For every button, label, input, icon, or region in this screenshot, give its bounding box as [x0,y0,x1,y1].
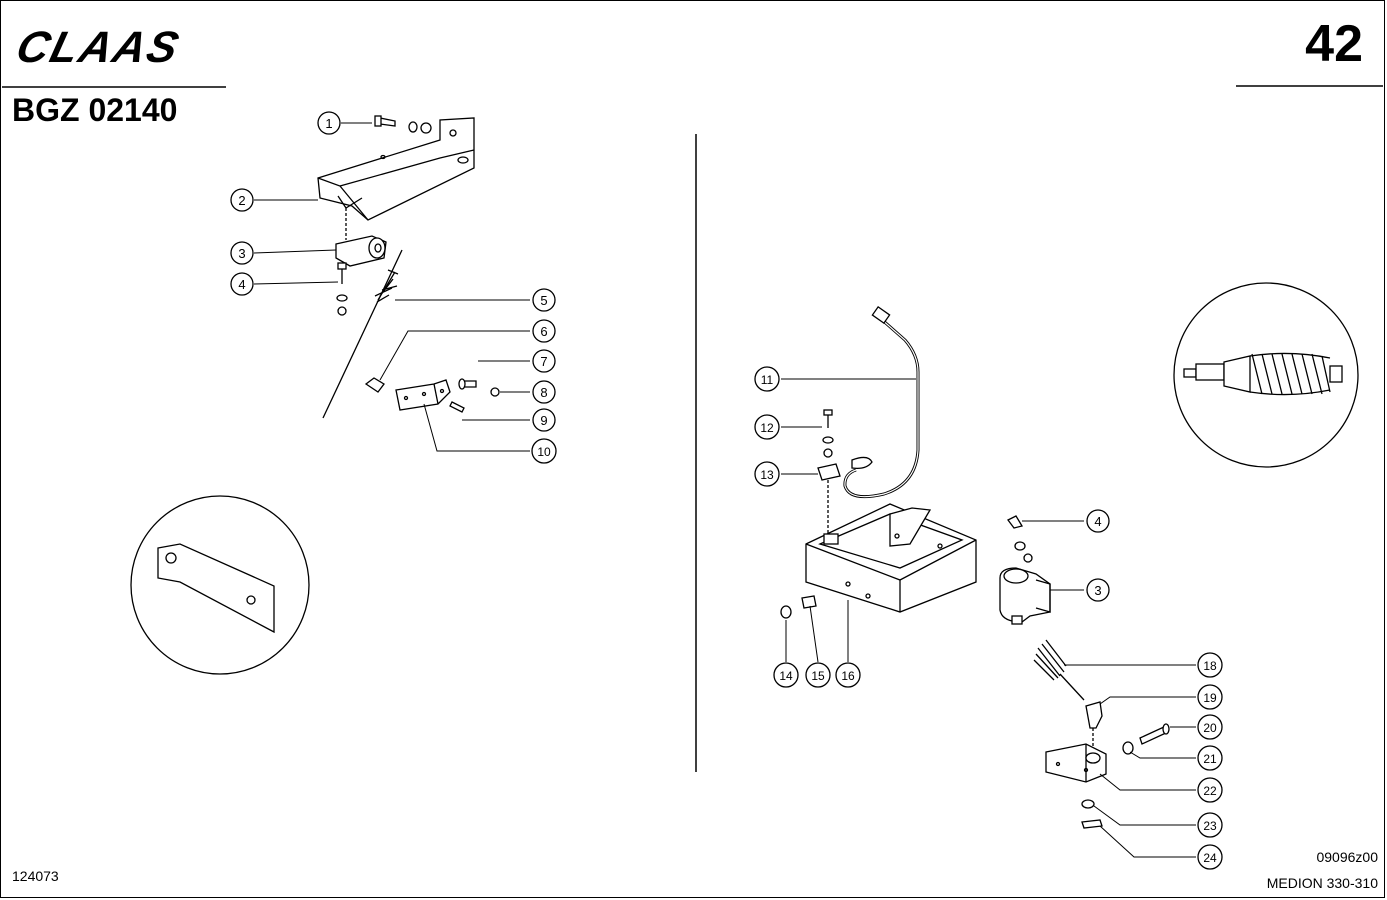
right-detail-view [1173,282,1359,468]
callout-label: 15 [811,669,825,683]
right-leaders [781,378,1196,858]
callout-4-right: 4 [1086,509,1110,533]
callout-19: 19 [1197,684,1223,710]
callout-label: 13 [760,468,774,482]
callout-label: 9 [540,413,547,428]
callout-4: 4 [230,272,254,296]
left-detail-view [130,495,310,675]
brand-text: CLAAS [12,24,185,68]
callout-label: 4 [238,277,245,292]
callout-label: 23 [1203,819,1217,833]
callout-label: 7 [540,354,547,369]
callout-label: 3 [1094,583,1101,598]
callout-24: 24 [1197,844,1223,870]
callout-5: 5 [532,288,556,312]
callout-label: 16 [841,669,855,683]
callout-18: 18 [1197,652,1223,678]
callout-label: 2 [238,193,245,208]
right-assembly [780,305,1170,829]
callout-1: 1 [317,111,341,135]
callout-15: 15 [805,662,831,688]
callout-label: 14 [779,669,793,683]
callout-16: 16 [835,662,861,688]
callout-3: 3 [230,241,254,265]
callout-label: 21 [1203,752,1217,766]
left-leaders [253,122,530,452]
callout-label: 11 [761,373,774,387]
callouts: 1 2 3 4 5 6 7 8 9 10 11 12 13 4 3 14 15 … [230,111,1223,870]
footer-model: MEDION 330-310 [1266,875,1378,891]
claas-logo: CLAAS [12,24,185,68]
callout-22: 22 [1197,777,1223,803]
callout-12: 12 [754,414,780,440]
callout-3-right: 3 [1086,578,1110,602]
callout-label: 12 [760,421,774,435]
page-number: 42 [1305,15,1363,73]
callout-23: 23 [1197,812,1223,838]
callout-label: 3 [238,246,245,261]
callout-8: 8 [532,380,556,404]
callout-label: 6 [540,324,547,339]
callout-label: 18 [1203,659,1217,673]
callout-9: 9 [532,408,556,432]
footer-left-code: 124073 [12,868,59,884]
callout-13: 13 [754,461,780,487]
callout-label: 5 [540,293,547,308]
callout-21: 21 [1197,745,1223,771]
callout-10: 10 [531,438,557,464]
callout-6: 6 [532,319,556,343]
document-code: BGZ 02140 [12,92,178,128]
callout-label: 22 [1203,784,1217,798]
callout-7: 7 [532,349,556,373]
footer-drawing-code: 09096z00 [1316,849,1378,865]
callout-label: 19 [1203,691,1217,705]
callout-label: 24 [1203,851,1217,865]
callout-2: 2 [230,188,254,212]
callout-label: 4 [1094,514,1101,529]
callout-20: 20 [1197,714,1223,740]
callout-label: 10 [537,445,551,459]
callout-label: 1 [325,116,332,131]
callout-11: 11 [754,366,780,392]
callout-label: 8 [540,385,547,400]
left-assembly [317,115,500,419]
callout-label: 20 [1203,721,1217,735]
callout-14: 14 [773,662,799,688]
